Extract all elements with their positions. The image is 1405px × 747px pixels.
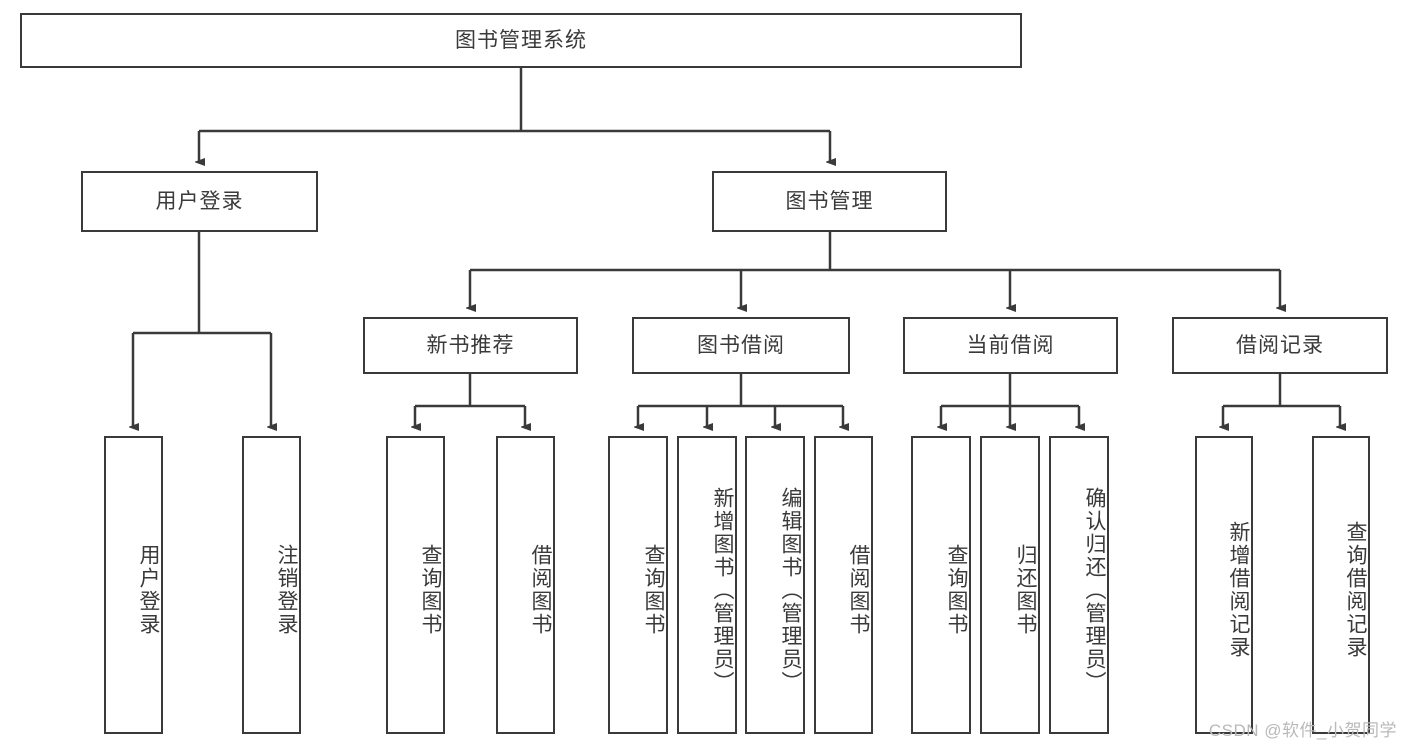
leaf-recommend-borrow-book[interactable]: 借阅图书 [496,436,555,734]
leaf-current-query-book[interactable]: 查询图书 [911,436,971,734]
node-label: 查询借阅记录 [1344,521,1367,659]
node-label: 借阅图书 [847,544,870,636]
node-label: 编辑图书（管理员） [779,486,802,694]
node-root-system[interactable]: 图书管理系统 [20,13,1022,68]
node-label: 用户登录 [137,544,160,636]
node-new-book-recommend[interactable]: 新书推荐 [363,317,578,374]
node-book-management[interactable]: 图书管理 [712,171,947,232]
node-label: 图书借阅 [697,333,785,357]
node-borrow-record[interactable]: 借阅记录 [1172,317,1388,374]
node-label: 借阅图书 [529,544,552,636]
leaf-borrow-add-book-admin[interactable]: 新增图书（管理员） [677,436,737,734]
leaf-borrow-query-book[interactable]: 查询图书 [608,436,668,734]
node-user-login[interactable]: 用户登录 [81,171,318,232]
node-label: 归还图书 [1014,544,1037,636]
leaf-record-add-record[interactable]: 新增借阅记录 [1195,436,1253,734]
node-label: 图书管理系统 [455,28,587,52]
node-current-borrow[interactable]: 当前借阅 [903,317,1118,374]
leaf-current-confirm-return-admin[interactable]: 确认归还（管理员） [1049,436,1109,734]
node-label: 新书推荐 [426,333,515,357]
node-label: 新增借阅记录 [1227,521,1250,659]
node-book-borrow[interactable]: 图书借阅 [632,317,850,374]
leaf-current-return-book[interactable]: 归还图书 [980,436,1040,734]
node-label: 查询图书 [642,544,665,636]
leaf-borrow-borrow-book[interactable]: 借阅图书 [814,436,873,734]
leaf-recommend-query-book[interactable]: 查询图书 [386,436,445,734]
leaf-user-login[interactable]: 用户登录 [104,436,163,734]
node-label: 当前借阅 [966,333,1055,357]
node-label: 注销登录 [275,544,298,636]
leaf-borrow-edit-book-admin[interactable]: 编辑图书（管理员） [745,436,805,734]
node-label: 查询图书 [945,544,968,636]
node-label: 查询图书 [419,544,442,636]
leaf-record-query-record[interactable]: 查询借阅记录 [1312,436,1370,734]
leaf-user-logout[interactable]: 注销登录 [242,436,301,734]
node-label: 图书管理 [785,189,874,213]
node-label: 用户登录 [155,189,244,213]
node-label: 确认归还（管理员） [1083,486,1106,694]
node-label: 新增图书（管理员） [711,486,734,694]
node-label: 借阅记录 [1236,333,1324,357]
